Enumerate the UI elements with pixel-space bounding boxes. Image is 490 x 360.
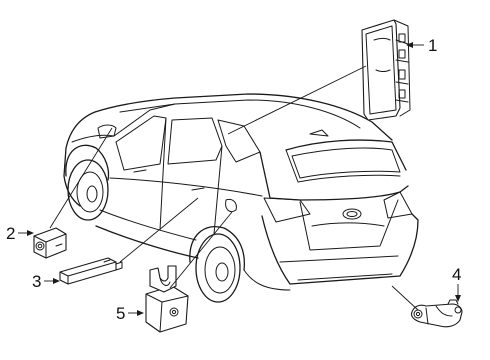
part-2-camera — [33, 227, 67, 259]
callout-label: 3 — [32, 272, 41, 291]
callout-label: 5 — [116, 304, 125, 323]
callout-label: 2 — [6, 224, 15, 243]
part-3-antenna — [59, 257, 123, 285]
part-4-sensor — [410, 299, 463, 328]
callout-3: 3 — [32, 272, 60, 291]
leader-lines — [49, 65, 419, 311]
callout-5: 5 — [116, 304, 144, 323]
part-5-bracket-module — [145, 265, 189, 333]
part-1-module — [361, 19, 411, 121]
callout-2: 2 — [6, 224, 34, 243]
callout-label: 4 — [452, 265, 461, 284]
callout-label: 1 — [428, 36, 437, 55]
callout-1: 1 — [406, 36, 437, 55]
callout-4: 4 — [452, 265, 461, 302]
vehicle-illustration — [63, 93, 419, 303]
